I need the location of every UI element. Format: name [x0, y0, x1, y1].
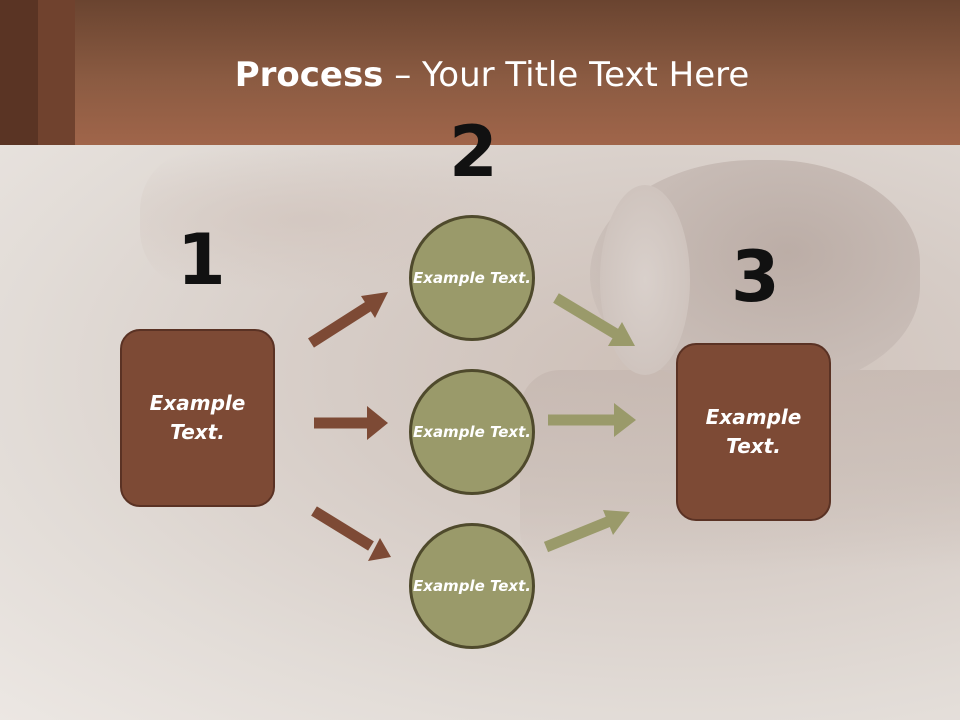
step-2-circle-bottom: Example Text. — [409, 523, 535, 649]
step-2-circle-middle: Example Text. — [409, 369, 535, 495]
title-rest: – Your Title Text Here — [383, 55, 750, 95]
step-number-3: 3 — [731, 236, 780, 318]
arrow-bottom-to-3 — [543, 510, 630, 553]
step-3-text: Example Text. — [705, 405, 802, 458]
arrow-1-to-middle — [314, 406, 388, 440]
arrow-1-to-bottom — [311, 506, 391, 561]
header-stripe-dark — [0, 0, 38, 145]
step-2-circle-top: Example Text. — [409, 215, 535, 341]
step-number-2: 2 — [449, 111, 498, 193]
arrow-middle-to-3 — [548, 403, 636, 437]
title-bold: Process — [234, 55, 384, 95]
step-2-text-top: Example Text. — [413, 268, 531, 287]
slide-title: Process – Your Title Text Here — [0, 55, 960, 95]
header-band — [0, 0, 960, 145]
step-number-1: 1 — [177, 219, 226, 301]
step-1-text: Example Text. — [149, 391, 246, 444]
step-2-text-middle: Example Text. — [413, 422, 531, 441]
arrow-1-to-top — [308, 292, 388, 348]
header-stripe-medium — [38, 0, 75, 145]
step-3-box: Example Text. — [676, 343, 831, 521]
arrow-top-to-3 — [553, 293, 635, 346]
step-2-text-bottom: Example Text. — [413, 576, 531, 595]
step-1-box: Example Text. — [120, 329, 275, 507]
